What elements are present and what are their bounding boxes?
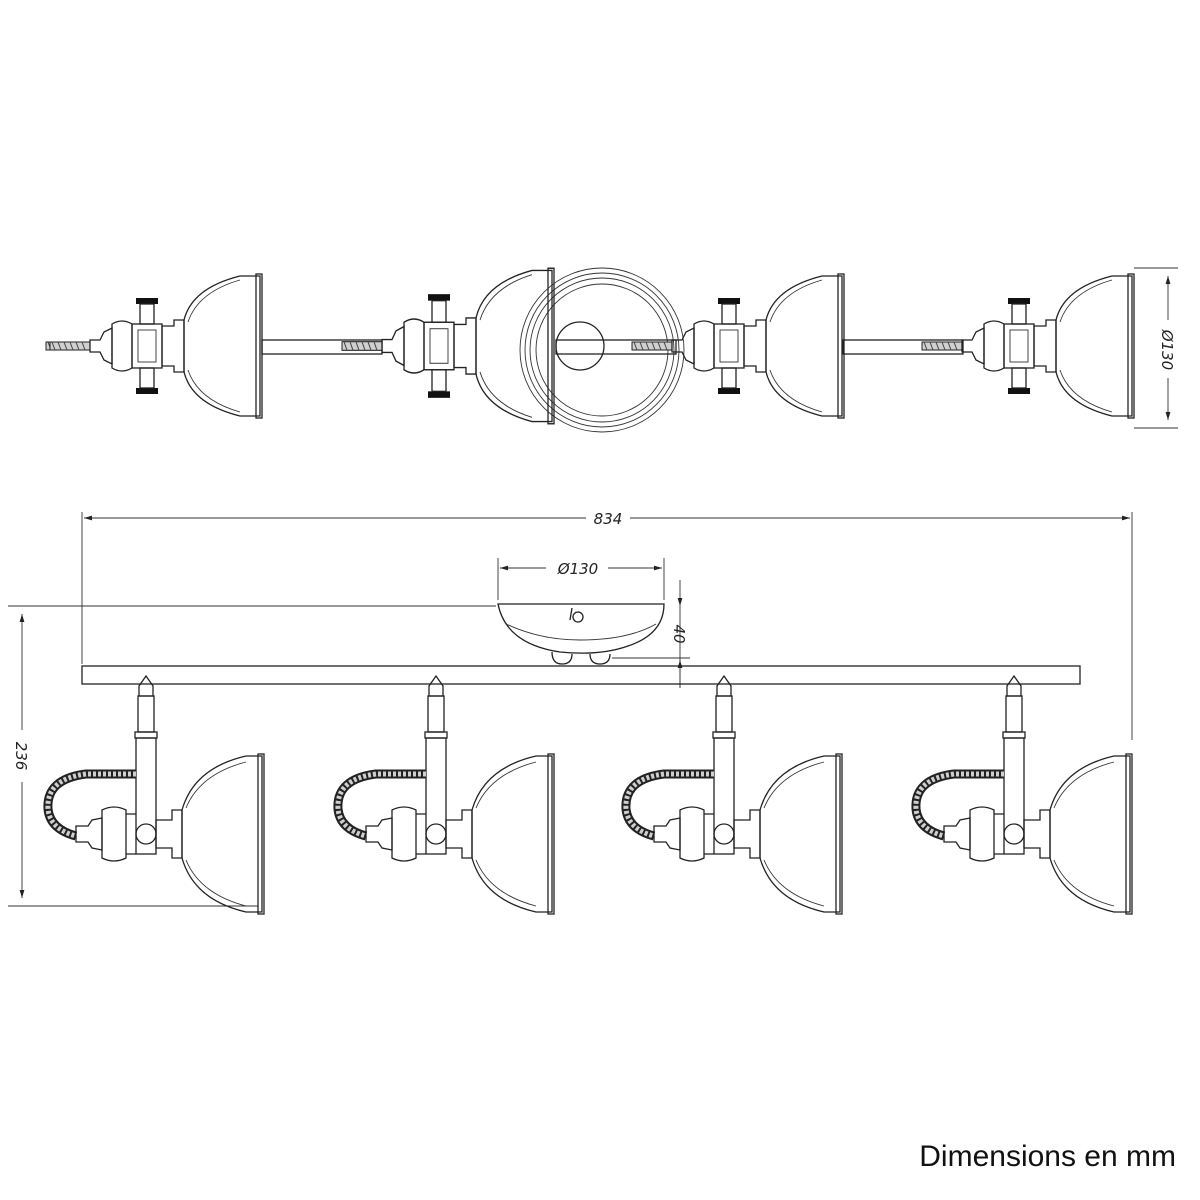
front-view: 834 Ø130 40: [8, 510, 1132, 914]
top-view: Ø130: [45, 267, 1178, 433]
dimension-canopy-height: 40: [612, 580, 690, 688]
canopy-height-label: 40: [670, 624, 688, 643]
canopy-diameter-label: Ø130: [557, 560, 598, 578]
dimension-canopy-diameter: Ø130: [497, 558, 665, 600]
mounting-bar: [81, 665, 1081, 685]
overall-length-label: 834: [594, 510, 623, 528]
front-view-spotlight-4: [916, 676, 1132, 914]
dimensions-caption: Dimensions en mm: [919, 1140, 1176, 1173]
top-view-spotlight-4: [921, 273, 1135, 419]
top-view-spotlight-1: [49, 273, 263, 419]
ceiling-canopy: [497, 603, 665, 665]
top-view-spotlight-2: [341, 267, 555, 425]
overall-height-label: 236: [12, 742, 30, 771]
dimension-overall-height: 236: [8, 605, 496, 907]
front-view-spotlight-3: [626, 676, 842, 914]
top-diameter-label: Ø130: [1158, 329, 1176, 370]
dimension-overall-length: 834: [81, 510, 1133, 740]
dimension-top-diameter: Ø130: [1134, 267, 1178, 429]
front-view-spotlight-1: [48, 676, 264, 914]
front-view-spotlight-2: [338, 676, 554, 914]
